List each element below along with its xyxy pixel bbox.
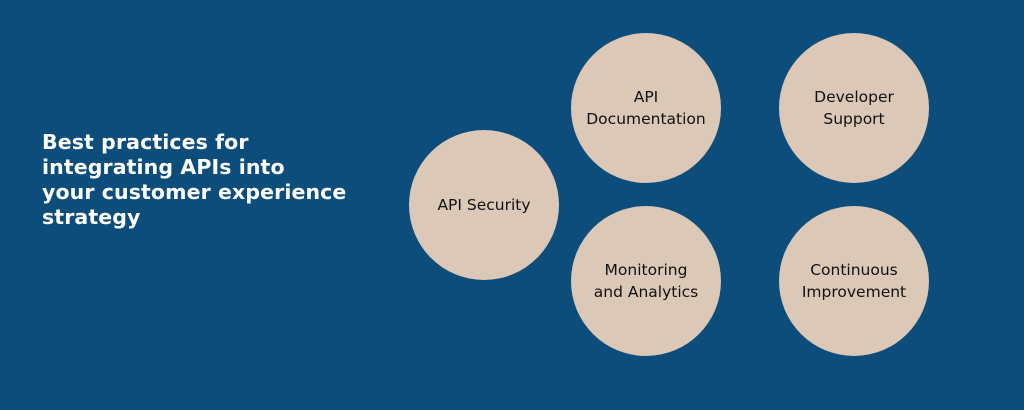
node-api-documentation: API Documentation [571, 33, 721, 183]
diagram-heading: Best practices for integrating APIs into… [42, 130, 382, 230]
node-label-line: Developer [814, 88, 894, 106]
heading-line: integrating APIs into [42, 155, 285, 179]
node-label: API Documentation [586, 86, 706, 130]
node-label-line: Monitoring [604, 261, 688, 279]
node-api-security: API Security [409, 130, 559, 280]
node-label-line: Documentation [586, 110, 706, 128]
node-label-line: Improvement [801, 283, 907, 301]
node-label: API Security [437, 194, 530, 216]
heading-line: Best practices for [42, 130, 249, 154]
node-label: Developer Support [814, 86, 894, 130]
node-continuous-improvement: Continuous Improvement [779, 206, 929, 356]
node-label: Monitoring and Analytics [594, 259, 698, 303]
node-label-line: Support [823, 110, 885, 128]
node-label-line: API Security [437, 196, 531, 214]
heading-line: strategy [42, 205, 141, 229]
node-label-line: API [633, 88, 659, 106]
node-monitoring-analytics: Monitoring and Analytics [571, 206, 721, 356]
node-label: Continuous Improvement [802, 259, 906, 303]
node-developer-support: Developer Support [779, 33, 929, 183]
node-label-line: Continuous [810, 261, 898, 279]
node-label-line: and Analytics [593, 283, 699, 301]
heading-line: your customer experience [42, 180, 347, 204]
